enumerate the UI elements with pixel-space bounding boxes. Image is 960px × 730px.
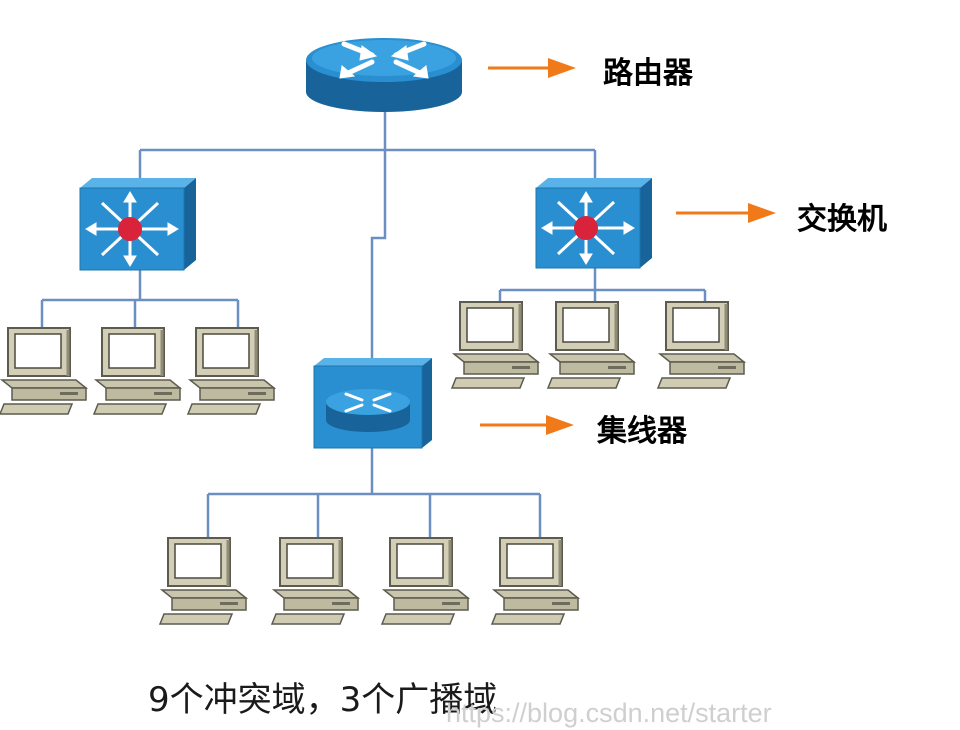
switch-icon [535, 178, 652, 269]
computer-icon [656, 300, 746, 390]
arrow-icon [676, 203, 776, 223]
router-icon [306, 38, 462, 112]
switch-label: 交换机 [797, 202, 887, 237]
computer-icon [450, 300, 540, 390]
hub-label: 集线器 [597, 414, 687, 449]
router-label: 路由器 [603, 56, 693, 91]
computers-hub [158, 536, 580, 626]
watermark: https://blog.csdn.net/starter [446, 698, 772, 728]
computer-icon [546, 300, 636, 390]
computers-right [450, 300, 746, 390]
hub-icon [313, 358, 432, 449]
computer-icon [186, 326, 276, 416]
computer-icon [0, 326, 88, 416]
computer-icon [270, 536, 360, 626]
diagram-caption: 9个冲突域，3个广播域 [148, 680, 498, 720]
computer-icon [490, 536, 580, 626]
computers-left [0, 326, 276, 416]
arrow-icon [480, 415, 574, 435]
arrow-icon [488, 58, 576, 78]
computer-icon [92, 326, 182, 416]
computer-icon [158, 536, 248, 626]
computer-icon [380, 536, 470, 626]
switch-icon [79, 178, 196, 271]
